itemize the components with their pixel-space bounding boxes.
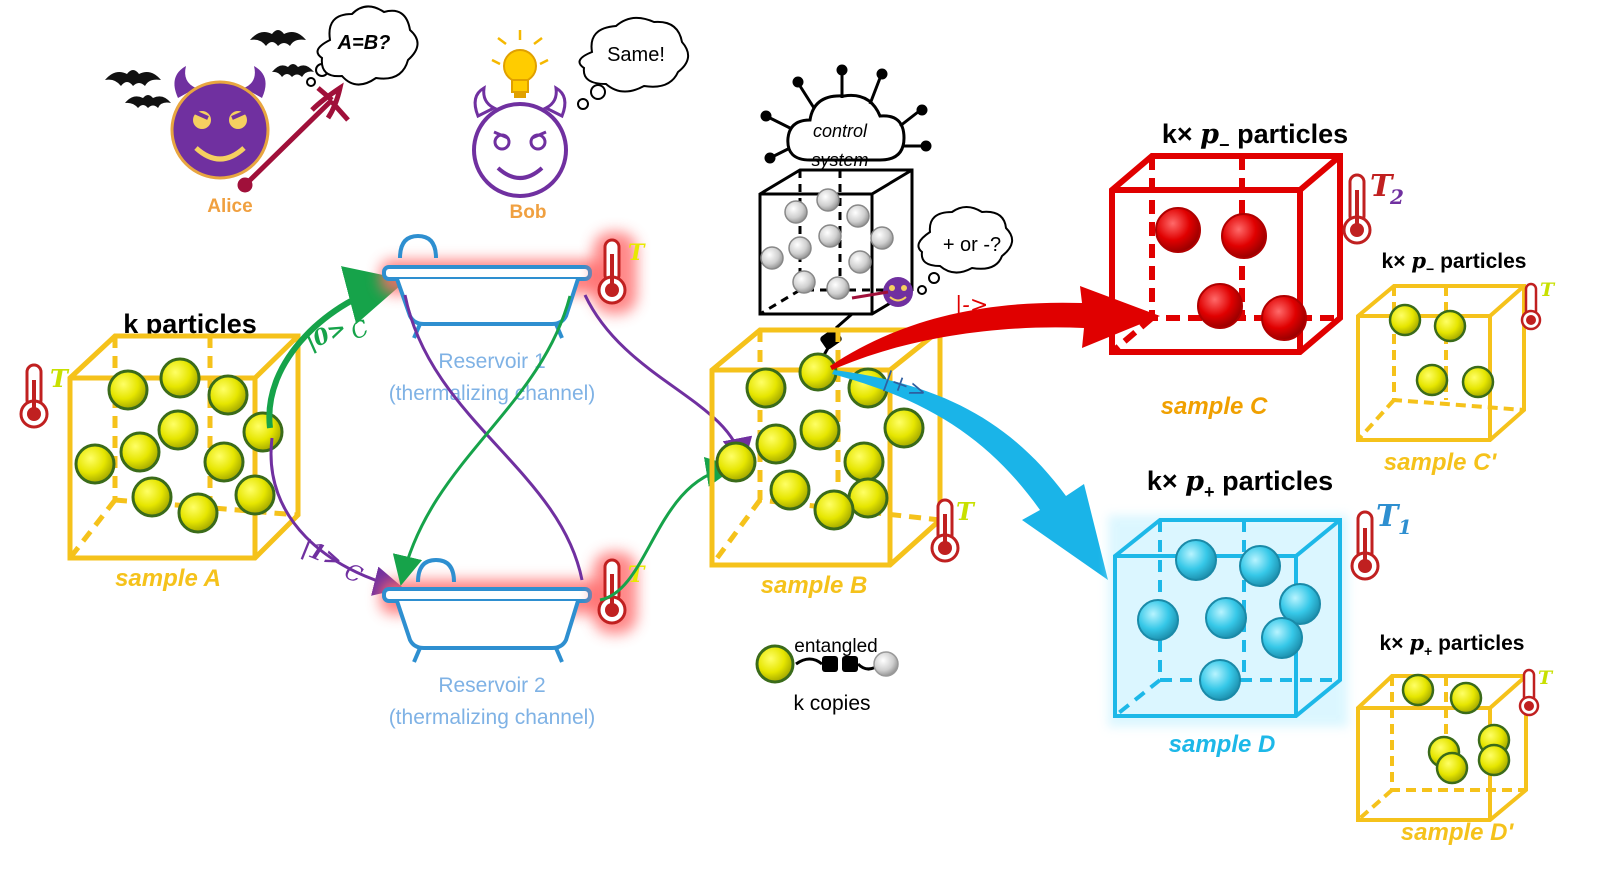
reservoir-1-subtitle: (thermalizing channel) [389, 382, 596, 405]
reservoir-2-subtitle: (thermalizing channel) [389, 706, 596, 729]
sample-d-prime-heading: k× p+ particles [1380, 630, 1525, 659]
sample-c-prime-temp: T [1540, 279, 1556, 301]
trident-icon [237, 82, 350, 193]
thermometer-icon [593, 232, 637, 314]
bathtub-icon [382, 557, 592, 663]
sample-a-label: sample A [115, 565, 221, 592]
sample-b-label: sample B [761, 572, 868, 599]
ket-zero-label: |0> [302, 315, 351, 356]
sample-d: k× p+ particles sample D T 1 [1108, 466, 1412, 758]
path-zero-branch: |0> C [266, 266, 407, 429]
thermometer-icon [1342, 173, 1372, 245]
bathtub-icon [382, 233, 592, 339]
control-system-line2: system [811, 150, 868, 170]
particle-group [715, 352, 925, 531]
sample-c-temp: T [1370, 169, 1395, 204]
sample-a-temp: T [50, 364, 70, 393]
reservoir-2-temp: T [628, 562, 646, 588]
sample-c-prime-heading: k× p− particles [1382, 248, 1527, 277]
legend-top-text: entangled [794, 636, 877, 657]
lightbulb-icon [491, 30, 549, 98]
control-thought-bubble: + or -? [917, 206, 1013, 295]
plug-icon [795, 656, 881, 672]
alice-name: Alice [207, 196, 252, 217]
thermometer-icon [1520, 282, 1542, 331]
reservoir-2-name: Reservoir 2 [438, 674, 545, 697]
bob-thought-bubble: Same! [577, 16, 689, 110]
particle-group [1155, 207, 1307, 341]
reservoir-1-temp: T [628, 240, 646, 266]
bob-name: Bob [510, 202, 547, 223]
path-one-branch: |1> C [269, 437, 404, 596]
sample-b-temp: T [956, 497, 976, 526]
control-thought-text: + or -? [943, 234, 1001, 256]
sample-d-label: sample D [1169, 731, 1276, 758]
thermometer-icon [930, 498, 960, 563]
particle-group [1401, 673, 1511, 785]
particle-group [74, 357, 284, 534]
thermometer-icon [1518, 668, 1540, 717]
control-system: control system + or -? [758, 64, 1013, 363]
arrow-minus: |-> [830, 286, 1160, 370]
devil-icon [170, 66, 270, 180]
legend-particle [755, 644, 795, 684]
sample-d-temp: T [1376, 499, 1401, 534]
bat-icon [105, 30, 314, 108]
ket-minus-label: |-> [955, 293, 988, 318]
alice-thought-bubble: A=B? [306, 5, 419, 87]
ket-plus-label: |+> [880, 367, 930, 406]
sample-c-label: sample C [1161, 393, 1268, 420]
thermometer-icon [19, 363, 49, 429]
sample-c: k× p− particles sample C T 2 [1109, 119, 1404, 420]
sample-d-prime: k× p+ particles sample D' T [1356, 630, 1554, 846]
sample-d-temp-sub: 1 [1398, 515, 1412, 539]
thermometer-icon [1350, 510, 1380, 581]
devil-icon [472, 85, 568, 198]
particle-group [760, 188, 894, 300]
ket-one-subscript: C [341, 559, 366, 589]
ket-zero-subscript: C [347, 316, 373, 346]
legend-bottom-text: k copies [793, 692, 870, 715]
devil-icon [851, 277, 913, 307]
control-system-line1: control [813, 121, 868, 141]
reservoir-2: Reservoir 2 (thermalizing channel) T [380, 552, 646, 729]
reservoir-1-name: Reservoir 1 [438, 350, 545, 373]
sample-d-heading: k× p+ particles [1147, 466, 1333, 502]
entanglement-legend: entangled k copies [755, 636, 899, 715]
particle-group [1388, 303, 1495, 399]
sample-c-heading: k× p− particles [1162, 119, 1348, 155]
legend-copy-particle [873, 651, 899, 677]
cloud-network-icon [760, 64, 932, 164]
sample-c-prime: k× p− particles sample C' T [1356, 248, 1556, 476]
particle-group [1137, 539, 1321, 701]
reservoir-crossing-paths [392, 294, 753, 602]
sample-d-prime-temp: T [1538, 667, 1554, 689]
sample-d-prime-label: sample D' [1401, 819, 1515, 846]
ket-one-label: |1> [298, 534, 346, 574]
reservoir-1: Reservoir 1 (thermalizing channel) T [380, 232, 646, 405]
sample-c-prime-label: sample C' [1384, 449, 1498, 476]
sample-c-temp-sub: 2 [1389, 185, 1404, 209]
alice-figure: Alice A=B? [105, 5, 419, 217]
sample-a: k particles sample A [67, 309, 301, 592]
bob-figure: Bob Same! [472, 16, 689, 223]
sample-b: sample B T [709, 327, 976, 599]
alice-thought-text: A=B? [337, 32, 391, 54]
bob-thought-text: Same! [607, 44, 665, 66]
